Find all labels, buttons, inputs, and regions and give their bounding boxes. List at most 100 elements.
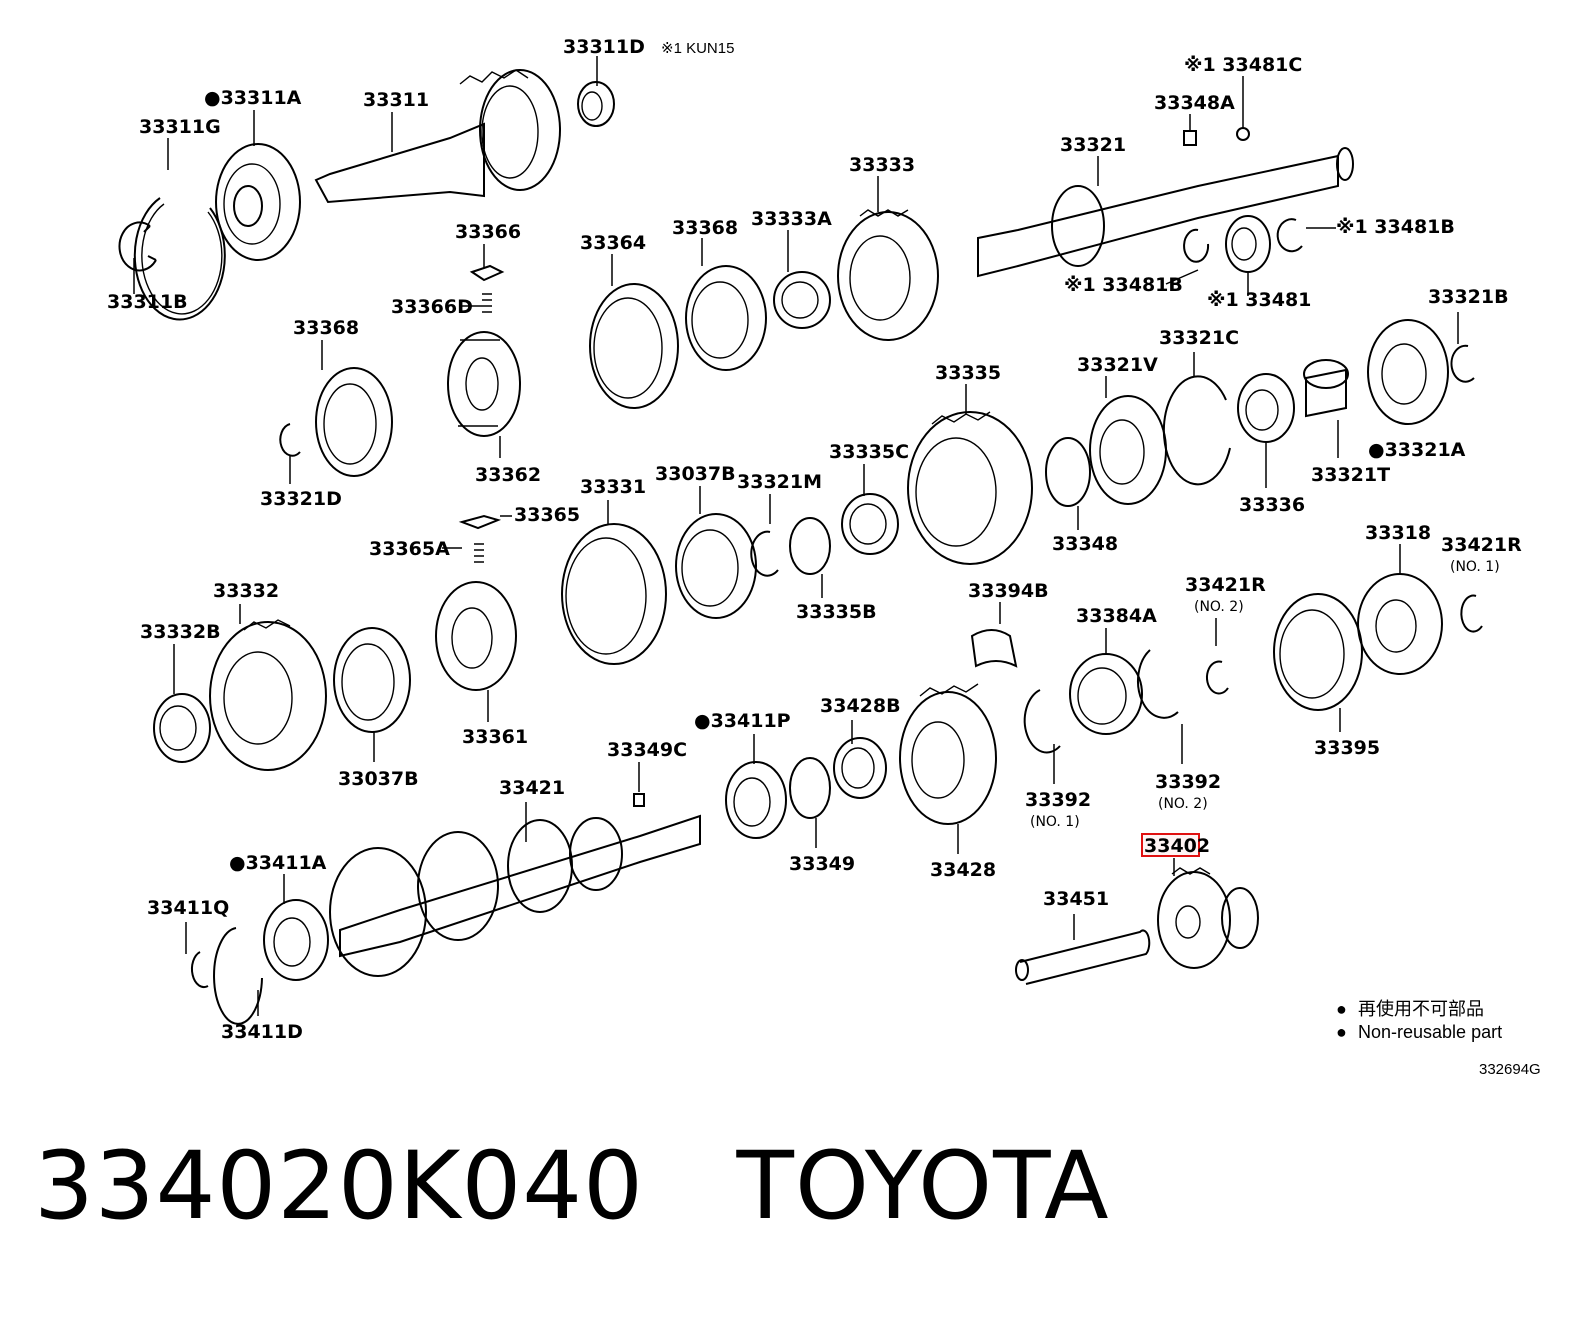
callout-33335[interactable]: 33335 (935, 362, 1001, 384)
callout-33451[interactable]: 33451 (1043, 888, 1109, 910)
callout-33321B[interactable]: 33321B (1428, 286, 1509, 308)
callout-33321D[interactable]: 33321D (260, 488, 342, 510)
callout-33311[interactable]: 33311 (363, 89, 429, 111)
callout-33333[interactable]: 33333 (849, 154, 915, 176)
part-33411Q-snap-ring (191, 951, 209, 989)
callout-33394B[interactable]: 33394B (968, 580, 1049, 602)
callout-33311B[interactable]: 33311B (107, 291, 188, 313)
part-33321M-snap-ring (750, 530, 779, 577)
callout-33368-left[interactable]: 33368 (293, 317, 359, 339)
callout-33392-no1[interactable]: 33392 (1025, 789, 1091, 811)
callout-33321A[interactable]: ●33321A (1368, 439, 1466, 461)
callout-33349[interactable]: 33349 (789, 853, 855, 875)
part-33321-output-shaft (977, 147, 1354, 278)
callout-33321V[interactable]: 33321V (1077, 354, 1158, 376)
callout-33421R-no2-sub: (NO. 2) (1194, 599, 1244, 615)
callout-labels: 33311D ※1 KUN15 ●33311A 33311 33311G 333… (107, 36, 1522, 1043)
callout-33335B[interactable]: 33335B (796, 601, 877, 623)
part-33311A-bearing (215, 143, 301, 261)
part-33366-key (469, 264, 505, 282)
callout-33333A[interactable]: 33333A (751, 208, 832, 230)
callout-33321C[interactable]: 33321C (1159, 327, 1239, 349)
callout-33335C[interactable]: 33335C (829, 441, 909, 463)
callout-33311A[interactable]: ●33311A (204, 87, 302, 109)
callout-33321M[interactable]: 33321M (737, 471, 822, 493)
part-33311G-ring (133, 197, 226, 321)
part-33321A-bearing (1367, 319, 1449, 425)
part-33321D-snap-ring (279, 423, 301, 457)
callout-33421R-no2[interactable]: 33421R (1185, 574, 1266, 596)
part-33411A-bearing (263, 899, 329, 981)
callout-33366[interactable]: 33366 (455, 221, 521, 243)
part-33311-input-shaft (314, 69, 561, 204)
callout-33318[interactable]: 33318 (1365, 522, 1431, 544)
callout-33037B-top[interactable]: 33037B (655, 463, 736, 485)
callout-33481B-left[interactable]: ※1 33481B (1064, 274, 1183, 296)
part-33321T-spacer (1303, 359, 1349, 418)
callout-33348[interactable]: 33348 (1052, 533, 1118, 555)
callout-33366D[interactable]: 33366D (391, 296, 473, 318)
callout-33481[interactable]: ※1 33481 (1207, 289, 1311, 311)
callout-33392-no2-sub: (NO. 2) (1158, 796, 1208, 812)
callout-33421[interactable]: 33421 (499, 777, 565, 799)
callout-33332B[interactable]: 33332B (140, 621, 221, 643)
part-33368-ring-left (315, 367, 393, 477)
part-33394B-shim (970, 629, 1018, 668)
callout-33361[interactable]: 33361 (462, 726, 528, 748)
part-33349-washer (789, 757, 831, 819)
legend-bullet-en: ● (1336, 1022, 1347, 1042)
part-33368-ring-top (685, 265, 767, 371)
part-33411P-bearing (725, 761, 787, 839)
callout-33402-highlighted[interactable]: 33402 (1144, 835, 1210, 857)
leader-lines (133, 56, 1459, 1016)
legend-text-en: Non-reusable part (1358, 1022, 1502, 1042)
callout-33331[interactable]: 33331 (580, 476, 646, 498)
callout-33311D[interactable]: 33311D (563, 36, 645, 58)
callout-33362[interactable]: 33362 (475, 464, 541, 486)
callout-33411A[interactable]: ●33411A (229, 852, 327, 874)
callout-33384A[interactable]: 33384A (1076, 605, 1157, 627)
callout-33037B-bottom[interactable]: 33037B (338, 768, 419, 790)
callout-33411P[interactable]: ●33411P (694, 710, 791, 732)
part-33481B-snap-ring-right (1276, 218, 1303, 253)
callout-33364[interactable]: 33364 (580, 232, 646, 254)
part-33349C-pin (633, 793, 645, 807)
part-33335C-bearing (841, 493, 899, 555)
part-33335-gear (907, 411, 1033, 565)
part-33332-gear (209, 619, 327, 771)
callout-33368-top[interactable]: 33368 (672, 217, 738, 239)
part-33481C-ball (1236, 127, 1250, 141)
callout-33336[interactable]: 33336 (1239, 494, 1305, 516)
callout-33392-no2[interactable]: 33392 (1155, 771, 1221, 793)
callout-33321T[interactable]: 33321T (1311, 464, 1390, 486)
callout-33428B[interactable]: 33428B (820, 695, 901, 717)
callout-33311G[interactable]: 33311G (139, 116, 221, 138)
part-33333A-bearing (773, 271, 831, 329)
callout-33395[interactable]: 33395 (1314, 737, 1380, 759)
callout-33428[interactable]: 33428 (930, 859, 996, 881)
part-33332B-bearing (153, 693, 211, 763)
part-33392-no1-snap-ring (1023, 689, 1061, 754)
callout-33321[interactable]: 33321 (1060, 134, 1126, 156)
part-33361-hub-sleeve (435, 581, 517, 691)
callout-33411D[interactable]: 33411D (221, 1021, 303, 1043)
callout-33365A[interactable]: 33365A (369, 538, 450, 560)
part-33451-shaft (1015, 929, 1151, 985)
callout-33332[interactable]: 33332 (213, 580, 279, 602)
callout-33411Q[interactable]: 33411Q (147, 897, 229, 919)
part-33037B-ring-bottom (333, 627, 411, 733)
part-33365-key (458, 514, 502, 530)
part-33481-bearing (1225, 215, 1271, 273)
legend-text-jp: 再使用不可部品 (1358, 999, 1484, 1019)
part-33384A-ring (1069, 653, 1143, 735)
callout-33421R-no1[interactable]: 33421R (1441, 534, 1522, 556)
callout-33349C[interactable]: 33349C (607, 739, 687, 761)
callout-33481C[interactable]: ※1 33481C (1184, 54, 1302, 76)
callout-33365[interactable]: 33365 (514, 504, 580, 526)
callout-33481B-right[interactable]: ※1 33481B (1336, 216, 1455, 238)
part-33365A-spring (474, 543, 484, 563)
part-33348A-pin (1183, 130, 1197, 146)
callout-33348A[interactable]: 33348A (1154, 92, 1235, 114)
part-number: 334020K040 (34, 1132, 644, 1241)
